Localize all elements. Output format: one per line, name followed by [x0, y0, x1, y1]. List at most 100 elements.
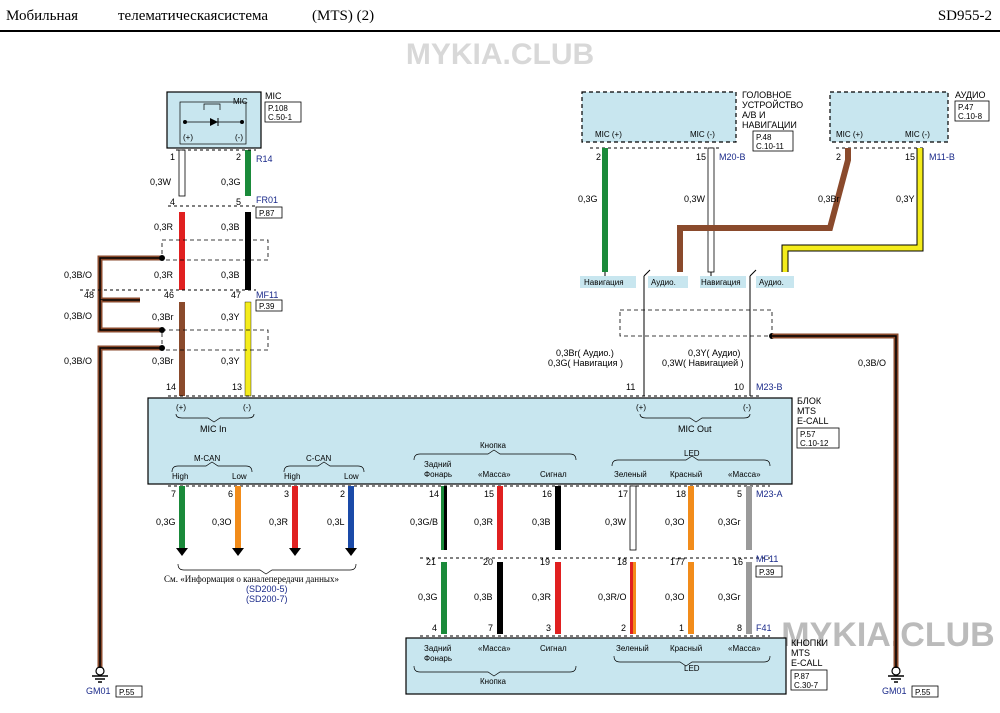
- led-q1: 1: [679, 623, 684, 633]
- buttons-knopka: Кнопка: [480, 677, 507, 686]
- btn-v21: 0,3G: [418, 592, 438, 602]
- mic-wire3: 0,3R: [154, 222, 174, 232]
- switch-pin10: 10: [734, 382, 744, 392]
- wire-led-orange: [688, 486, 694, 550]
- mic-pin5: 5: [236, 197, 241, 207]
- mic-bo-wire1: 0,3B/O: [64, 270, 92, 280]
- can-note: См. «Информация о каналепередачи данных»: [164, 574, 339, 584]
- mts-ref2: C.10-12: [800, 439, 829, 448]
- mic-pin4: 4: [170, 197, 175, 207]
- switch-conn: M23-B: [756, 382, 783, 392]
- can-wire2: 0,3L: [327, 517, 345, 527]
- title-part-2: телематическаясистема: [118, 8, 269, 24]
- mic-wire8: 0,3Y: [221, 312, 240, 322]
- led-pin5: 5: [737, 489, 742, 499]
- audio-wire2: 0,3Y: [896, 194, 915, 204]
- mic-wire9: 0,3Br: [152, 356, 174, 366]
- mic-wire4: 0,3B: [221, 222, 240, 232]
- led-v16: 0,3Gr: [718, 592, 741, 602]
- led-ref-p39: P.39: [759, 568, 775, 577]
- diagram-code: SD955-2: [937, 8, 992, 24]
- mts-ccan-low: Low: [344, 472, 359, 481]
- led-pin16b: 16: [733, 557, 743, 567]
- audio-conn: M11-B: [929, 152, 955, 162]
- can-pin6: 6: [228, 489, 233, 499]
- mic-ref4: P.39: [259, 302, 275, 311]
- can-wire3: 0,3R: [269, 517, 289, 527]
- mts-mic-out: MIC Out: [678, 424, 712, 434]
- head-unit-pin15: 15: [696, 152, 706, 162]
- led-q2: 2: [621, 623, 626, 633]
- audio-mic-minus: MIC (-): [905, 130, 930, 139]
- mts-mic-in: MIC In: [200, 424, 227, 434]
- btn-pin16: 16: [542, 489, 552, 499]
- btn-pin21: 21: [426, 557, 436, 567]
- can-pin7: 7: [171, 489, 176, 499]
- mts-mic-in-plus: (+): [176, 403, 186, 412]
- mts-red: Красный: [670, 470, 702, 479]
- mic-wire5: 0,3R: [154, 270, 174, 280]
- mic-label: MIC: [265, 91, 282, 101]
- buttons-l2: MTS: [791, 648, 810, 658]
- btn-q4: 4: [432, 623, 437, 633]
- btn-wire16: 0,3B: [532, 517, 551, 527]
- title-part-3: (MTS) (2): [312, 8, 375, 24]
- wire-hu-white: [707, 147, 715, 273]
- watermark-bottom: MYKIA.CLUB: [781, 616, 994, 654]
- led-v18: 0,3R/O: [598, 592, 627, 602]
- mts-massa: «Масса»: [478, 470, 511, 479]
- head-unit-l3: А/В И: [742, 110, 765, 120]
- wire-hu-green: [602, 148, 608, 272]
- wire-can-blue: [348, 486, 354, 550]
- mic-ref2: C.50-1: [268, 113, 293, 122]
- mts-zad1: Задний: [424, 460, 451, 469]
- wire-can-orange: [235, 486, 241, 550]
- mic-bo-wire2: 0,3B/O: [64, 311, 92, 321]
- buttons-ref2: C.30-7: [794, 681, 819, 690]
- mic-minus: (-): [235, 133, 243, 142]
- wire-can-green: [179, 486, 185, 550]
- wire-led-gray: [746, 486, 752, 550]
- mts-signal: Сигнал: [540, 470, 567, 479]
- btn-q3: 3: [546, 623, 551, 633]
- switch-bo: 0,3B/O: [858, 358, 886, 368]
- led-wire5: 0,3Gr: [718, 517, 741, 527]
- btn-v19: 0,3R: [532, 592, 552, 602]
- buttons-l3: E-CALL: [791, 658, 823, 668]
- audio-ref2: C.10-8: [958, 112, 983, 121]
- buttons-massa2: «Масса»: [728, 644, 761, 653]
- switch-pin11: 11: [626, 382, 635, 392]
- wire-mic-brown: [179, 302, 185, 396]
- wire-can-red: [292, 486, 298, 550]
- wire-btn-red: [497, 486, 503, 550]
- wire-mic-white: [178, 149, 186, 197]
- mic-pin48: 48: [84, 290, 94, 300]
- head-unit-l1: ГОЛОВНОЕ: [742, 90, 792, 100]
- wire-btn-black-lower: [497, 562, 503, 634]
- led-conn-f41: F41: [756, 623, 772, 633]
- head-unit-l2: УСТРОЙСТВО: [742, 99, 803, 110]
- head-unit-pin2: 2: [596, 152, 601, 162]
- audio-pin2: 2: [836, 152, 841, 162]
- mic-pin47: 47: [231, 290, 241, 300]
- buttons-zad2: Фонарь: [424, 654, 452, 663]
- mts-ccan-high: High: [284, 472, 300, 481]
- audio-box: [829, 91, 949, 143]
- can-sd1: (SD200-5): [246, 584, 288, 594]
- mts-mic-out-minus: (-): [743, 403, 751, 412]
- head-unit-mic-plus: MIC (+): [595, 130, 622, 139]
- mts-block: [147, 397, 793, 485]
- switch-aud2: Аудио.: [759, 278, 784, 287]
- audio-mic-plus: MIC (+): [836, 130, 863, 139]
- buttons-led: LED: [684, 664, 700, 673]
- audio-ref1: P.47: [958, 103, 974, 112]
- buttons-l1: КНОПКИ: [791, 638, 828, 648]
- led-v177: 0,3O: [665, 592, 685, 602]
- head-unit-wire2: 0,3W: [684, 194, 706, 204]
- led-q8: 8: [737, 623, 742, 633]
- mts-ref1: P.57: [800, 430, 816, 439]
- btn-wire14: 0,3G/B: [410, 517, 438, 527]
- title-part-1: Мобильная: [6, 8, 79, 24]
- mic-bo-wire3: 0,3B/O: [64, 356, 92, 366]
